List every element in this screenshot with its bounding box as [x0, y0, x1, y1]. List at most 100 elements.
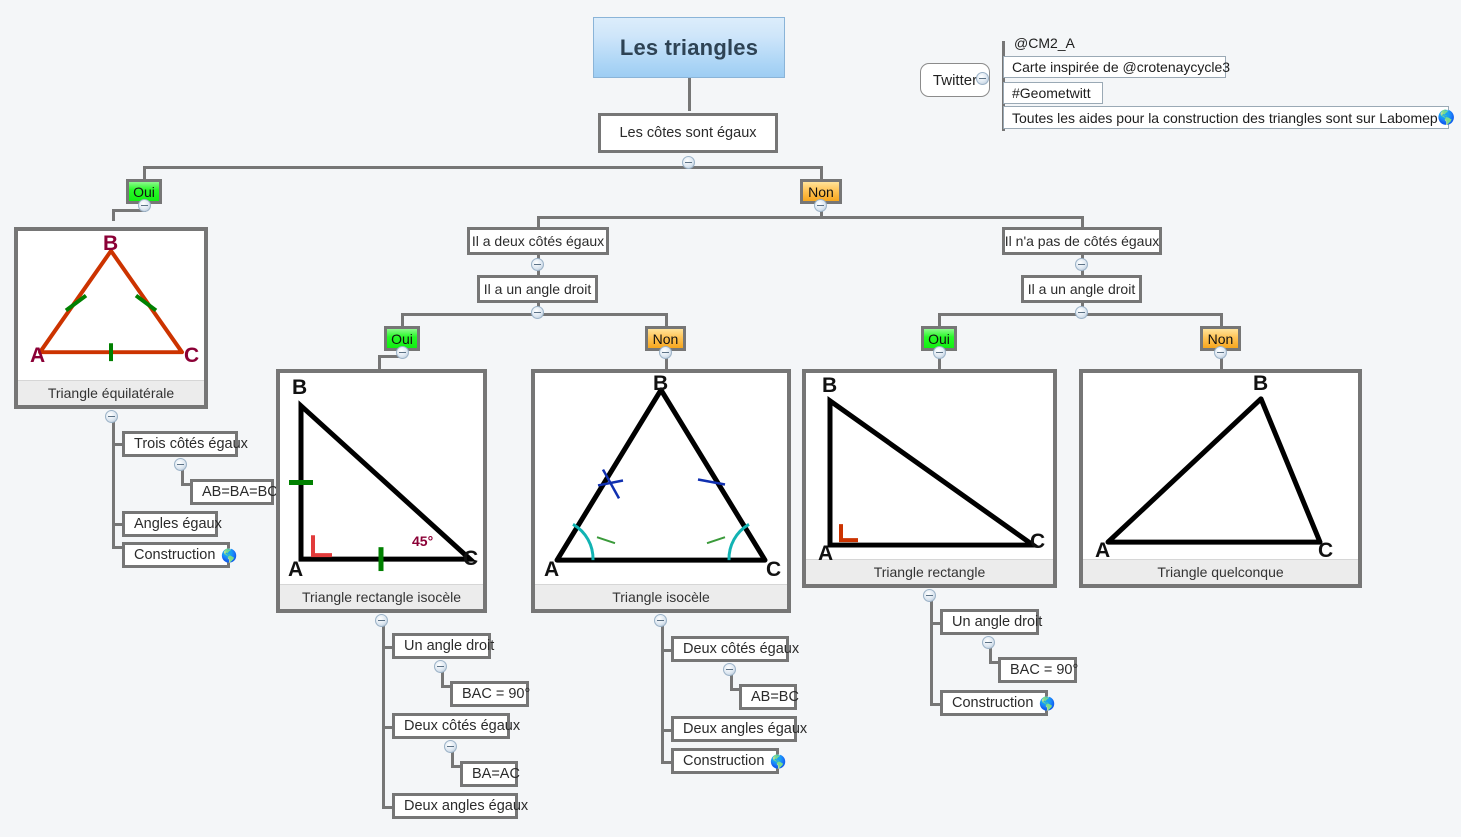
root-title-label: Les triangles: [619, 34, 759, 60]
connector-non-stub: [820, 211, 823, 218]
detail-bac-90-rt[interactable]: BAC = 90°: [998, 657, 1079, 683]
equilateral-tick-bc: [134, 293, 158, 313]
connector-level2-left-drop: [537, 216, 540, 228]
detail-trois-cotes-egaux[interactable]: Trois côtés égaux: [122, 431, 248, 457]
twitter-handle: @CM2_A: [1014, 35, 1075, 51]
connector-eq-d4: [112, 546, 124, 549]
figure-triangle-rectangle[interactable]: B A C Triangle rectangle: [802, 369, 1057, 588]
connector-eq-d3: [112, 523, 124, 526]
connector-non-left-drop: [665, 351, 668, 371]
collapse-toggle-isoceles[interactable]: [654, 614, 667, 627]
node-no-equal-sides[interactable]: Il n'a pas de côtés égaux: [1002, 227, 1162, 255]
right-triangle-outline: [827, 396, 1041, 548]
detail-deux-cotes-egaux-ri-label: Deux côtés égaux: [404, 717, 521, 734]
collapse-toggle-root-question[interactable]: [682, 156, 695, 169]
twitter-hashtag-item[interactable]: #Geometwitt: [1003, 82, 1103, 104]
right-isoceles-svg: [289, 400, 477, 572]
collapse-toggle-right-triangle[interactable]: [923, 589, 936, 602]
equilateral-svg: [38, 248, 184, 362]
node-question-root[interactable]: Les côtes sont égaux: [598, 113, 778, 153]
detail-un-angle-droit-rt-label: Un angle droit: [952, 613, 1043, 630]
collapse-toggle-oui-root[interactable]: [138, 199, 151, 212]
detail-ab-bc[interactable]: AB=BC: [739, 684, 799, 710]
connector-level1-left-drop: [143, 166, 146, 180]
badge-non-root[interactable]: Non: [800, 179, 842, 204]
collapse-toggle-two-equal-sides[interactable]: [531, 258, 544, 271]
twitter-inspired-label: Carte inspirée de @crotenaycycle3: [1012, 59, 1231, 75]
right-isoceles-outline: [298, 400, 477, 562]
isoceles-svg: [554, 387, 768, 563]
node-right-angle-left[interactable]: Il a un angle droit: [477, 275, 598, 303]
detail-angles-egaux-eq[interactable]: Angles égaux: [122, 511, 222, 537]
node-right-angle-right[interactable]: Il a un angle droit: [1021, 275, 1142, 303]
detail-deux-cotes-egaux-iso[interactable]: Deux côtés égaux: [671, 636, 799, 662]
collapse-toggle-non-left[interactable]: [659, 346, 672, 359]
detail-ab-ba-bc[interactable]: AB=BA=BC: [190, 479, 278, 505]
collapse-toggle-oui-right[interactable]: [933, 346, 946, 359]
connector-rt-sub1-v: [989, 641, 992, 663]
node-two-equal-sides[interactable]: Il a deux côtés égaux: [467, 227, 609, 255]
detail-deux-cotes-egaux-ri[interactable]: Deux côtés égaux: [392, 713, 520, 739]
collapse-toggle-trois-cotes[interactable]: [174, 458, 187, 471]
figure-triangle-quelconque[interactable]: B A C Triangle quelconque: [1079, 369, 1362, 588]
collapse-toggle-deux-cotes-iso[interactable]: [723, 663, 736, 676]
badge-non-left-label: Non: [652, 330, 679, 347]
collapse-toggle-deux-cotes-ri[interactable]: [444, 740, 457, 753]
figure-triangle-isocele[interactable]: B A C Triangle isocèle: [531, 369, 791, 613]
twitter-inspired-item[interactable]: Carte inspirée de @crotenaycycle3: [1003, 56, 1230, 78]
isoceles-vertex-c: C: [766, 558, 782, 581]
collapse-toggle-angle-droit-rt[interactable]: [982, 636, 995, 649]
collapse-toggle-right-angle-right[interactable]: [1075, 306, 1088, 319]
connector-non-right-drop: [1220, 351, 1223, 371]
figure-equilateral-caption: Triangle équilatérale: [18, 380, 204, 405]
collapse-toggle-equilateral[interactable]: [105, 410, 118, 423]
detail-construction-eq[interactable]: Construction 🌎: [122, 542, 238, 568]
right-isoceles-vertex-c: C: [463, 547, 479, 570]
right-isoceles-vertex-b: B: [292, 376, 308, 399]
connector-iso-d1: [661, 649, 673, 652]
collapse-toggle-non-root[interactable]: [814, 199, 827, 212]
figure-right-caption: Triangle rectangle: [806, 559, 1053, 584]
detail-ba-ac[interactable]: BA=AC: [460, 761, 520, 787]
detail-construction-rt[interactable]: Construction 🌎: [940, 690, 1056, 716]
isoceles-tick-ab-cross: [601, 468, 621, 500]
detail-un-angle-droit-rt[interactable]: Un angle droit: [940, 609, 1043, 635]
node-question-root-label: Les côtes sont égaux: [619, 124, 757, 141]
collapse-toggle-angle-droit-ri[interactable]: [434, 660, 447, 673]
globe-icon: 🌎: [1437, 109, 1456, 125]
connector-oui-left-elbow-h: [378, 355, 404, 358]
isoceles-outline: [554, 387, 768, 563]
badge-oui-left[interactable]: Oui: [384, 326, 420, 351]
node-two-equal-sides-label: Il a deux côtés égaux: [471, 233, 605, 249]
connector-level3-left-drop1: [401, 313, 404, 326]
connector-level2-bar: [537, 216, 1082, 219]
detail-construction-iso[interactable]: Construction 🌎: [671, 748, 787, 774]
detail-deux-angles-egaux-iso[interactable]: Deux angles égaux: [671, 716, 807, 742]
detail-deux-cotes-egaux-iso-label: Deux côtés égaux: [683, 640, 800, 657]
collapse-toggle-oui-left[interactable]: [396, 346, 409, 359]
figure-right-isoceles-caption: Triangle rectangle isocèle: [280, 584, 483, 609]
twitter-help-item[interactable]: Toutes les aides pour la construction de…: [1003, 106, 1455, 129]
isoceles-angle-arc-c: [727, 522, 750, 561]
detail-bac-90-rt-label: BAC = 90°: [1010, 661, 1079, 678]
globe-icon: 🌎: [221, 547, 238, 563]
badge-non-right-label: Non: [1207, 330, 1234, 347]
collapse-toggle-twitter[interactable]: [976, 72, 989, 85]
connector-iso-d3: [661, 729, 673, 732]
detail-angles-egaux-eq-label: Angles égaux: [134, 515, 222, 532]
detail-bac-90-ri[interactable]: BAC = 90°: [450, 681, 530, 707]
node-no-equal-sides-label: Il n'a pas de côtés égaux: [1004, 233, 1160, 249]
detail-deux-angles-egaux-ri[interactable]: Deux angles égaux: [392, 793, 528, 819]
detail-deux-angles-egaux-ri-label: Deux angles égaux: [404, 797, 529, 814]
figure-triangle-rectangle-isocele[interactable]: B A C 45° Triangle rectangle isocèle: [276, 369, 487, 613]
globe-icon: 🌎: [770, 753, 787, 769]
collapse-toggle-right-angle-left[interactable]: [531, 306, 544, 319]
collapse-toggle-non-right[interactable]: [1214, 346, 1227, 359]
figure-triangle-equilateral[interactable]: B A C Triangle équilatérale: [14, 227, 208, 409]
detail-construction-iso-label: Construction: [683, 752, 765, 769]
detail-ab-ba-bc-label: AB=BA=BC: [202, 483, 278, 500]
collapse-toggle-right-isoceles[interactable]: [375, 614, 388, 627]
equilateral-outline: [38, 248, 184, 355]
detail-un-angle-droit-ri[interactable]: Un angle droit: [392, 633, 494, 659]
collapse-toggle-no-equal-sides[interactable]: [1075, 258, 1088, 271]
